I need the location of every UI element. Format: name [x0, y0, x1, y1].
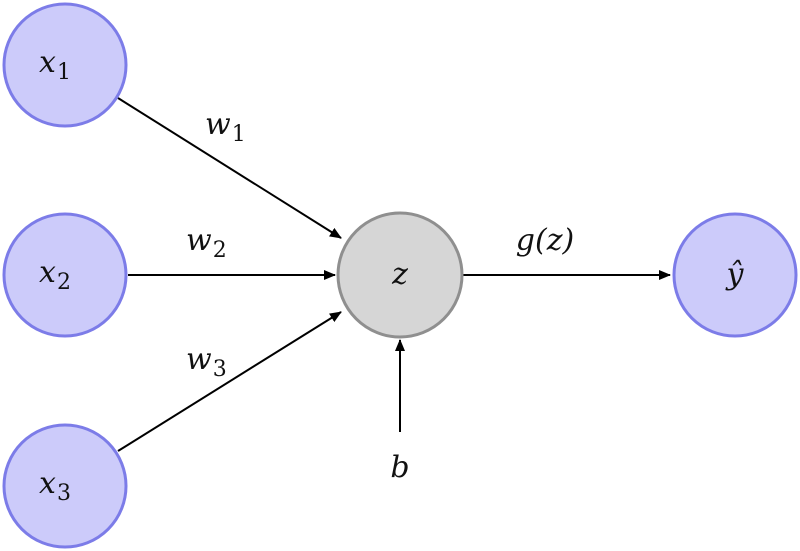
sum-symbol: z	[391, 257, 408, 292]
input-symbol: x	[39, 255, 56, 290]
input-index: 1	[57, 60, 71, 85]
activation-label: g(z)	[516, 223, 574, 258]
output-node-yhat: ŷ	[672, 212, 798, 338]
svg-text:x1: x1	[39, 45, 71, 85]
input-symbol: x	[39, 466, 56, 501]
output-symbol: ŷ	[725, 257, 745, 292]
input-index: 2	[57, 270, 71, 295]
input-node-x2: x2	[2, 212, 128, 338]
input-node-x1: x1	[2, 2, 128, 128]
svg-text:x3: x3	[39, 466, 71, 506]
input-index: 3	[57, 481, 71, 506]
svg-text:x2: x2	[39, 255, 71, 295]
weight-label-w1: w1	[205, 107, 246, 147]
input-symbol: x	[39, 45, 56, 80]
sum-node-z: z	[336, 211, 464, 339]
weight-label-w3: w3	[186, 342, 227, 382]
weight-label-w2: w2	[186, 223, 227, 263]
bias-label: b	[390, 450, 409, 485]
edge-x3-to-z	[117, 311, 342, 452]
input-node-x3: x3	[2, 423, 128, 549]
edge-x1-to-z	[117, 97, 342, 239]
